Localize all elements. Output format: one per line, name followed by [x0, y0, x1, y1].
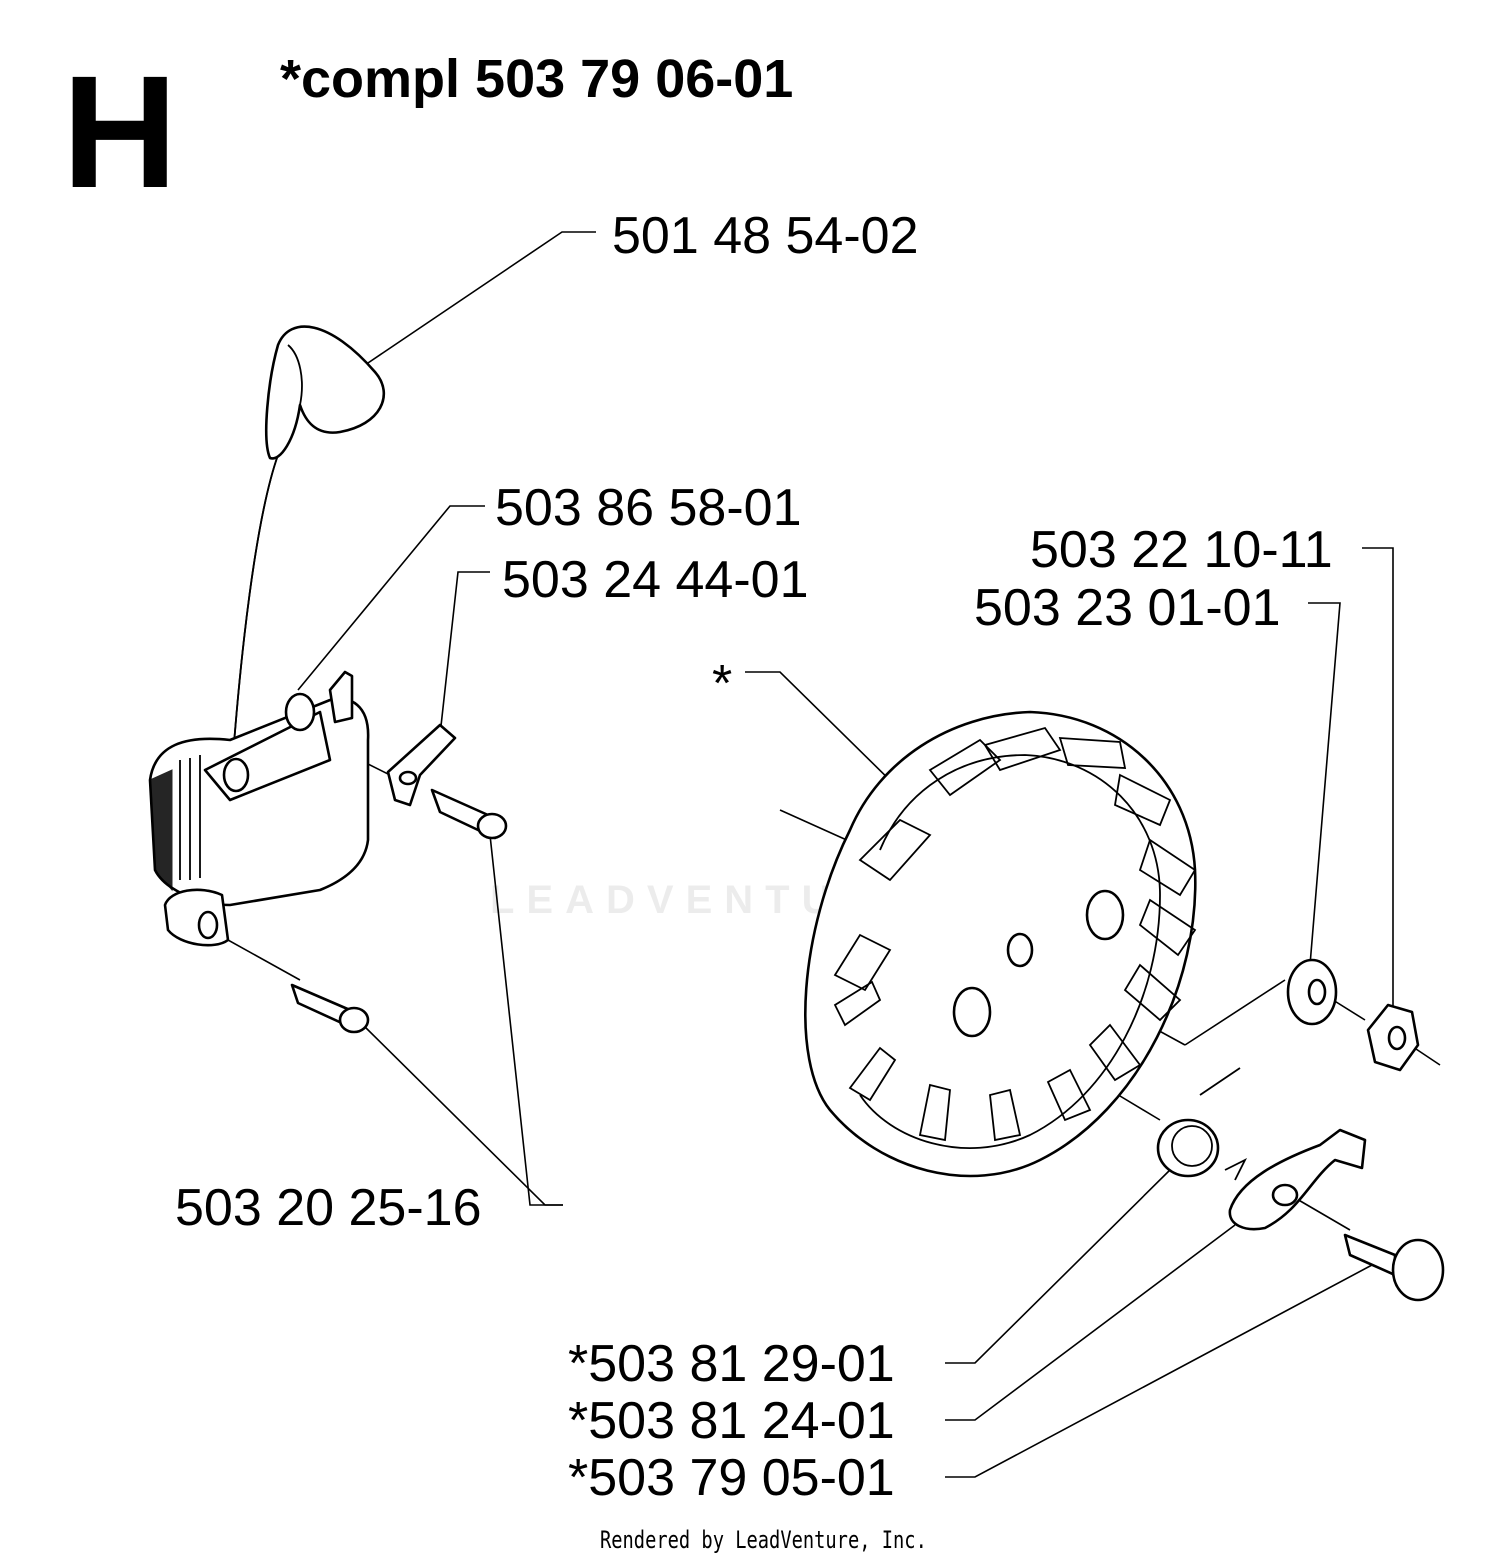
flywheel: [804, 710, 1197, 1178]
part-label-ignition-module: 503 86 58-01: [495, 479, 802, 537]
part-label-washer: 503 23 01-01: [974, 579, 1281, 637]
starter-pawl-assembly: [1156, 1067, 1445, 1302]
part-label-nut: 503 22 10-11: [1030, 521, 1333, 579]
part-label-boot: 501 48 54-02: [612, 207, 919, 265]
terminal-and-screws: [290, 723, 508, 1034]
leader-lines: [209, 231, 1441, 1478]
part-label-screw: 503 20 25-16: [175, 1179, 482, 1237]
part-label-terminal: 503 24 44-01: [502, 551, 809, 609]
part-label-spring: *503 81 29-01: [568, 1335, 895, 1393]
section-letter: H: [62, 42, 178, 221]
washer-and-nut: [1286, 958, 1420, 1072]
ignition-module: [148, 325, 386, 947]
footer-credit: Rendered by LeadVenture, Inc.: [600, 1526, 927, 1554]
part-label-flywheel: *: [712, 655, 733, 713]
part-label-pin: *503 79 05-01: [568, 1449, 895, 1507]
complete-assembly-part-number: *compl 503 79 06-01: [280, 49, 794, 109]
part-label-pawl: *503 81 24-01: [568, 1392, 895, 1450]
